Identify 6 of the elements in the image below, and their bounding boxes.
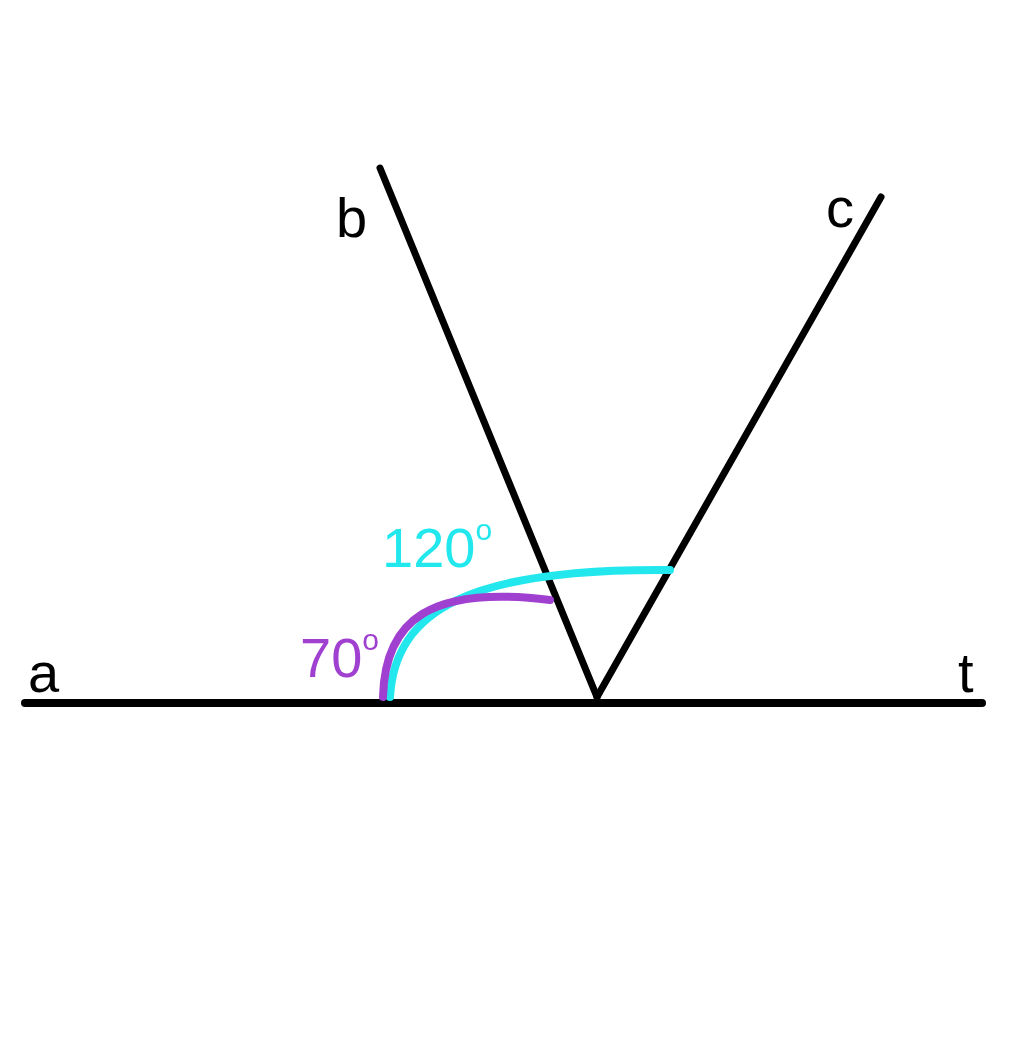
angle-label: 120$^{o}$: [382, 520, 493, 576]
angle-label: 70$^{o}$: [300, 630, 379, 686]
line-label: c: [826, 180, 854, 236]
line-label: b: [336, 190, 368, 246]
line-label: t: [958, 645, 974, 701]
line-label: a: [28, 645, 60, 701]
